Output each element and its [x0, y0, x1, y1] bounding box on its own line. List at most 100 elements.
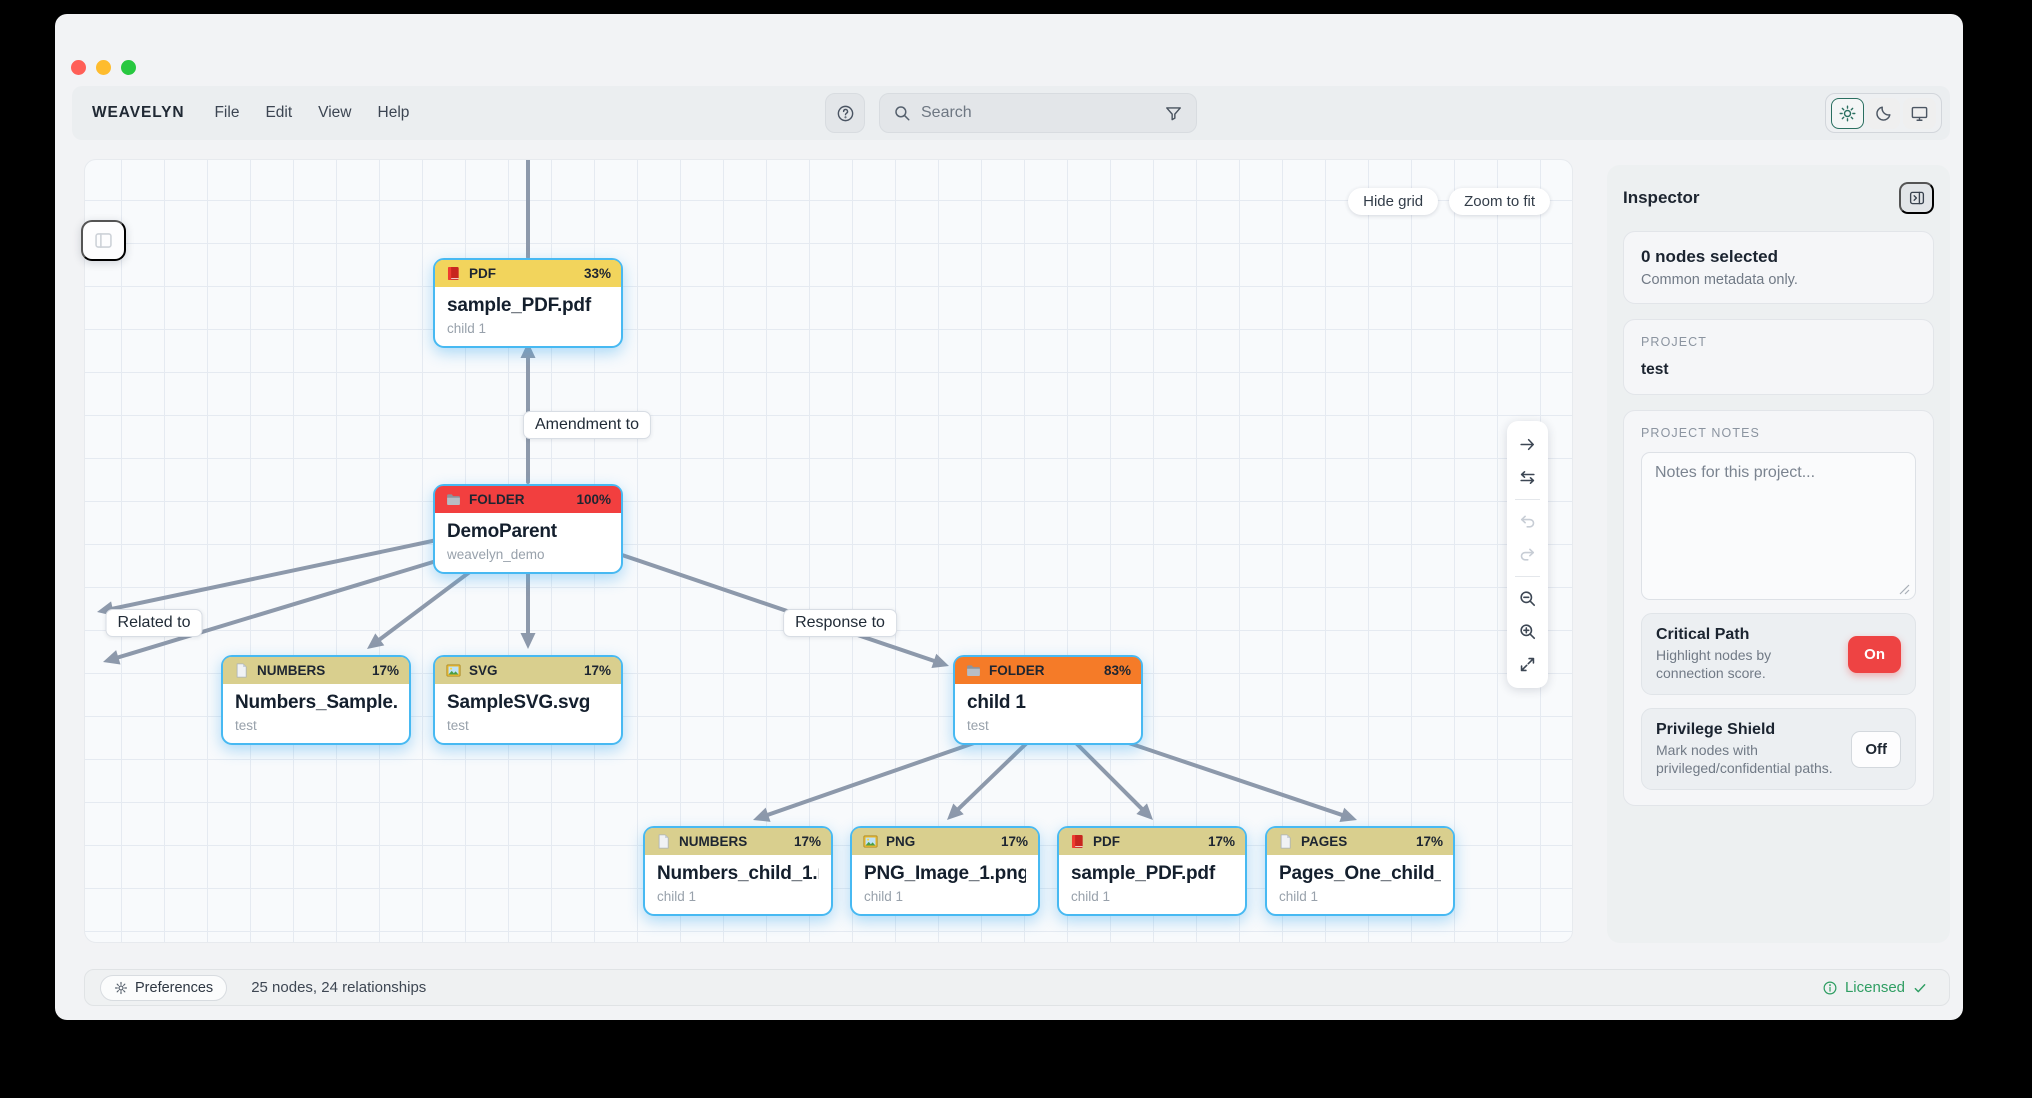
node-title: DemoParent — [447, 521, 557, 542]
menu-item-file[interactable]: File — [214, 104, 240, 121]
inspector-panel: Inspector 0 nodes selected Common metada… — [1607, 165, 1950, 943]
folder-icon — [445, 491, 462, 508]
edge-label[interactable]: Amendment to — [522, 411, 652, 439]
minimize-button[interactable] — [96, 60, 111, 75]
toolbar-divider — [1515, 576, 1540, 577]
canvas-tool-redo[interactable] — [1507, 538, 1548, 571]
edge-arrowhead — [520, 633, 536, 649]
node-subtitle: child 1 — [1279, 889, 1319, 904]
canvas-tool-zoom-in[interactable] — [1507, 615, 1548, 648]
selection-heading: 0 nodes selected — [1641, 247, 1779, 266]
graph-edge — [104, 538, 439, 612]
node-type-label: NUMBERS — [679, 834, 748, 849]
canvas-tool-swap-arrows[interactable] — [1507, 461, 1548, 494]
canvas-tool-arrow-right[interactable] — [1507, 428, 1548, 461]
menu-item-help[interactable]: Help — [377, 104, 410, 121]
canvas-floating-toolbar — [1507, 421, 1548, 688]
theme-light-button[interactable] — [1831, 97, 1864, 129]
sun-icon — [1838, 104, 1857, 123]
zoom-out-icon — [1518, 589, 1537, 608]
node-title: sample_PDF.pdf — [447, 295, 591, 316]
graph-canvas[interactable]: Amendment to Related to Response to PDF 33%… — [84, 159, 1573, 943]
node-title: Numbers_child_1.n... — [657, 863, 819, 884]
node-title: SampleSVG.svg — [447, 692, 591, 713]
node-title: sample_PDF.pdf — [1071, 863, 1215, 884]
resize-handle-icon[interactable] — [1899, 584, 1910, 595]
node-score: 17% — [1207, 834, 1235, 849]
node-type-label: PNG — [886, 834, 916, 849]
close-button[interactable] — [71, 60, 86, 75]
critical-path-toggle[interactable]: On — [1848, 635, 1901, 673]
critical-path-description: Highlight nodes by connection score. — [1656, 647, 1772, 681]
privilege-shield-title: Privilege Shield — [1656, 721, 1776, 738]
graph-edge — [1068, 735, 1148, 815]
node-body: Numbers_child_1.n...child 1 — [645, 855, 831, 914]
node-body: DemoParent weavelyn_demo — [435, 513, 621, 572]
help-icon — [836, 104, 855, 123]
toolbar-divider — [1515, 499, 1540, 500]
license-status: Licensed — [1822, 979, 1928, 996]
canvas-controls: Hide grid Zoom to fit — [1348, 188, 1550, 215]
edge-label[interactable]: Related to — [105, 609, 203, 637]
panel-right-icon — [1908, 189, 1926, 207]
menu-item-edit[interactable]: Edit — [265, 104, 293, 121]
hide-grid-button[interactable]: Hide grid — [1348, 188, 1439, 215]
filter-icon[interactable] — [1164, 104, 1183, 123]
critical-path-title: Critical Path — [1656, 626, 1750, 643]
node-header: PDF 17% — [1059, 828, 1245, 855]
preferences-button[interactable]: Preferences — [100, 974, 228, 1001]
edge-arrowhead — [367, 633, 385, 649]
critical-path-setting: Critical Path Highlight nodes by connect… — [1641, 613, 1916, 695]
zoom-to-fit-button[interactable]: Zoom to fit — [1449, 188, 1550, 215]
node-type-label: PDF — [1093, 834, 1120, 849]
inspector-title: Inspector — [1623, 188, 1700, 207]
node-subtitle: weavelyn_demo — [447, 547, 545, 562]
graph-edge — [1103, 733, 1350, 819]
menu-bar: File Edit View Help — [214, 104, 409, 122]
canvas-tool-zoom-out[interactable] — [1507, 582, 1548, 615]
canvas-tool-expand[interactable] — [1507, 648, 1548, 681]
help-button[interactable] — [825, 93, 865, 133]
edge-arrowhead — [947, 803, 964, 820]
project-notes-input[interactable] — [1642, 453, 1915, 599]
node-title: Pages_One_child_2... — [1279, 863, 1441, 884]
left-panel-toggle-button[interactable] — [81, 220, 126, 261]
app-title: WEAVELYN — [92, 104, 185, 121]
project-value: test — [1641, 361, 1669, 378]
node-score: 17% — [1000, 834, 1028, 849]
project-label: PROJECT — [1641, 335, 1708, 349]
inspector-collapse-button[interactable] — [1899, 182, 1934, 214]
zoom-button[interactable] — [121, 60, 136, 75]
edge-arrowhead — [1136, 803, 1153, 820]
theme-system-button[interactable] — [1903, 97, 1936, 129]
redo-icon — [1518, 545, 1537, 564]
check-icon — [1912, 980, 1928, 996]
main-toolbar: WEAVELYN File Edit View Help — [72, 86, 1950, 140]
edge-label[interactable]: Response to — [783, 609, 897, 637]
privilege-shield-toggle[interactable]: Off — [1851, 730, 1901, 768]
search-bar[interactable] — [879, 93, 1197, 133]
zoom-in-icon — [1518, 622, 1537, 641]
node-score: 33% — [583, 266, 611, 281]
canvas-tool-undo[interactable] — [1507, 505, 1548, 538]
theme-dark-button[interactable] — [1867, 97, 1900, 129]
menu-item-view[interactable]: View — [318, 104, 352, 121]
search-input[interactable] — [921, 104, 1154, 122]
selection-card: 0 nodes selected Common metadata only. — [1623, 231, 1934, 304]
node-score: 17% — [1415, 834, 1443, 849]
node-type-label: FOLDER — [469, 492, 525, 507]
